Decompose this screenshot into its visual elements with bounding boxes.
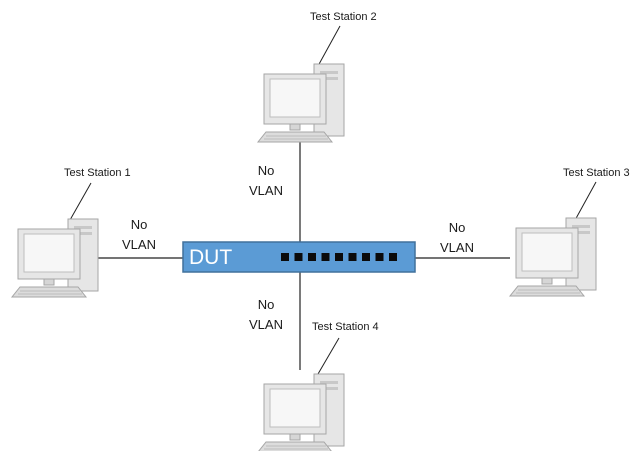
dut-port: [294, 253, 303, 261]
station-label-2: Test Station 2: [310, 11, 377, 23]
callout-line-station-1: [69, 182, 92, 221]
station-label-3: Test Station 3: [563, 167, 630, 179]
dut-port: [335, 253, 343, 261]
callout-line-station-3: [573, 181, 597, 223]
dut-port: [308, 253, 316, 261]
computer-icon: [257, 373, 345, 453]
dut-port: [362, 253, 370, 261]
callout-line-station-4: [317, 337, 340, 375]
link-label-line2: VLAN: [249, 317, 283, 332]
link-label-station-2: No VLAN: [245, 161, 287, 201]
station-label-1: Test Station 1: [64, 167, 131, 179]
dut-port: [321, 253, 330, 261]
link-label-line2: VLAN: [440, 240, 474, 255]
dut-port: [375, 253, 384, 261]
dut-port: [348, 253, 357, 261]
link-label-line1: No: [257, 163, 275, 178]
dut-port-group: [281, 253, 397, 261]
link-label-line2: VLAN: [249, 183, 283, 198]
computer-icon: [257, 63, 345, 143]
link-label-station-4: No VLAN: [245, 295, 287, 335]
callout-line-station-2: [317, 25, 341, 67]
computer-icon: [509, 217, 597, 297]
link-label-station-3: No VLAN: [436, 218, 478, 258]
link-label-line1: No: [130, 217, 148, 232]
computer-icon: [11, 218, 99, 298]
link-label-line1: No: [448, 220, 466, 235]
link-label-station-1: No VLAN: [118, 215, 160, 255]
dut-label: DUT: [189, 246, 233, 269]
station-label-4: Test Station 4: [312, 321, 379, 333]
link-label-line2: VLAN: [122, 237, 156, 252]
dut-port: [281, 253, 289, 261]
dut-port: [389, 253, 397, 261]
link-label-line1: No: [257, 297, 275, 312]
